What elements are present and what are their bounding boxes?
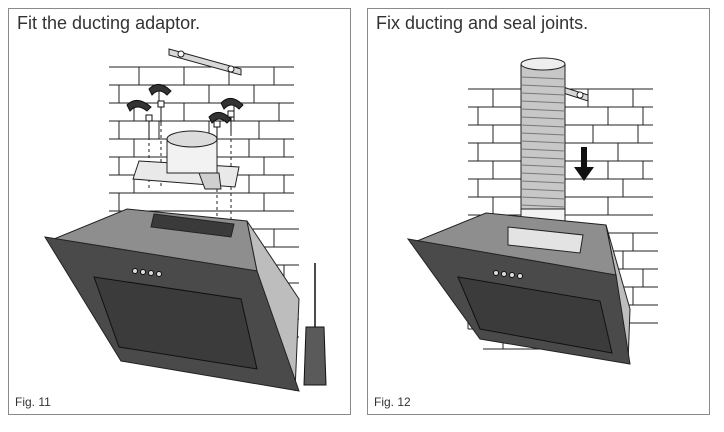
down-arrow-icon <box>574 147 594 181</box>
instruction-panel-fig-11: Fit the ducting adaptor. <box>8 8 351 415</box>
instruction-panel-fig-12: Fix ducting and seal joints. <box>367 8 710 415</box>
illustration-fix-ducting <box>406 57 658 365</box>
panel-title: Fix ducting and seal joints. <box>376 13 589 33</box>
panel-title: Fit the ducting adaptor. <box>17 13 201 33</box>
illustration-fit-adaptor <box>44 48 327 392</box>
wall-bracket <box>168 48 242 76</box>
cooker-hood <box>406 212 631 365</box>
screw-icon <box>145 100 235 141</box>
ducting-adaptor <box>132 130 240 190</box>
figure-label: Fig. 12 <box>374 395 411 409</box>
figure-label: Fig. 11 <box>15 395 51 409</box>
flexible-ducting <box>520 57 566 234</box>
screwdriver-icon <box>303 263 327 386</box>
cooker-hood <box>44 208 300 392</box>
rotate-arrow-icon <box>126 84 244 124</box>
